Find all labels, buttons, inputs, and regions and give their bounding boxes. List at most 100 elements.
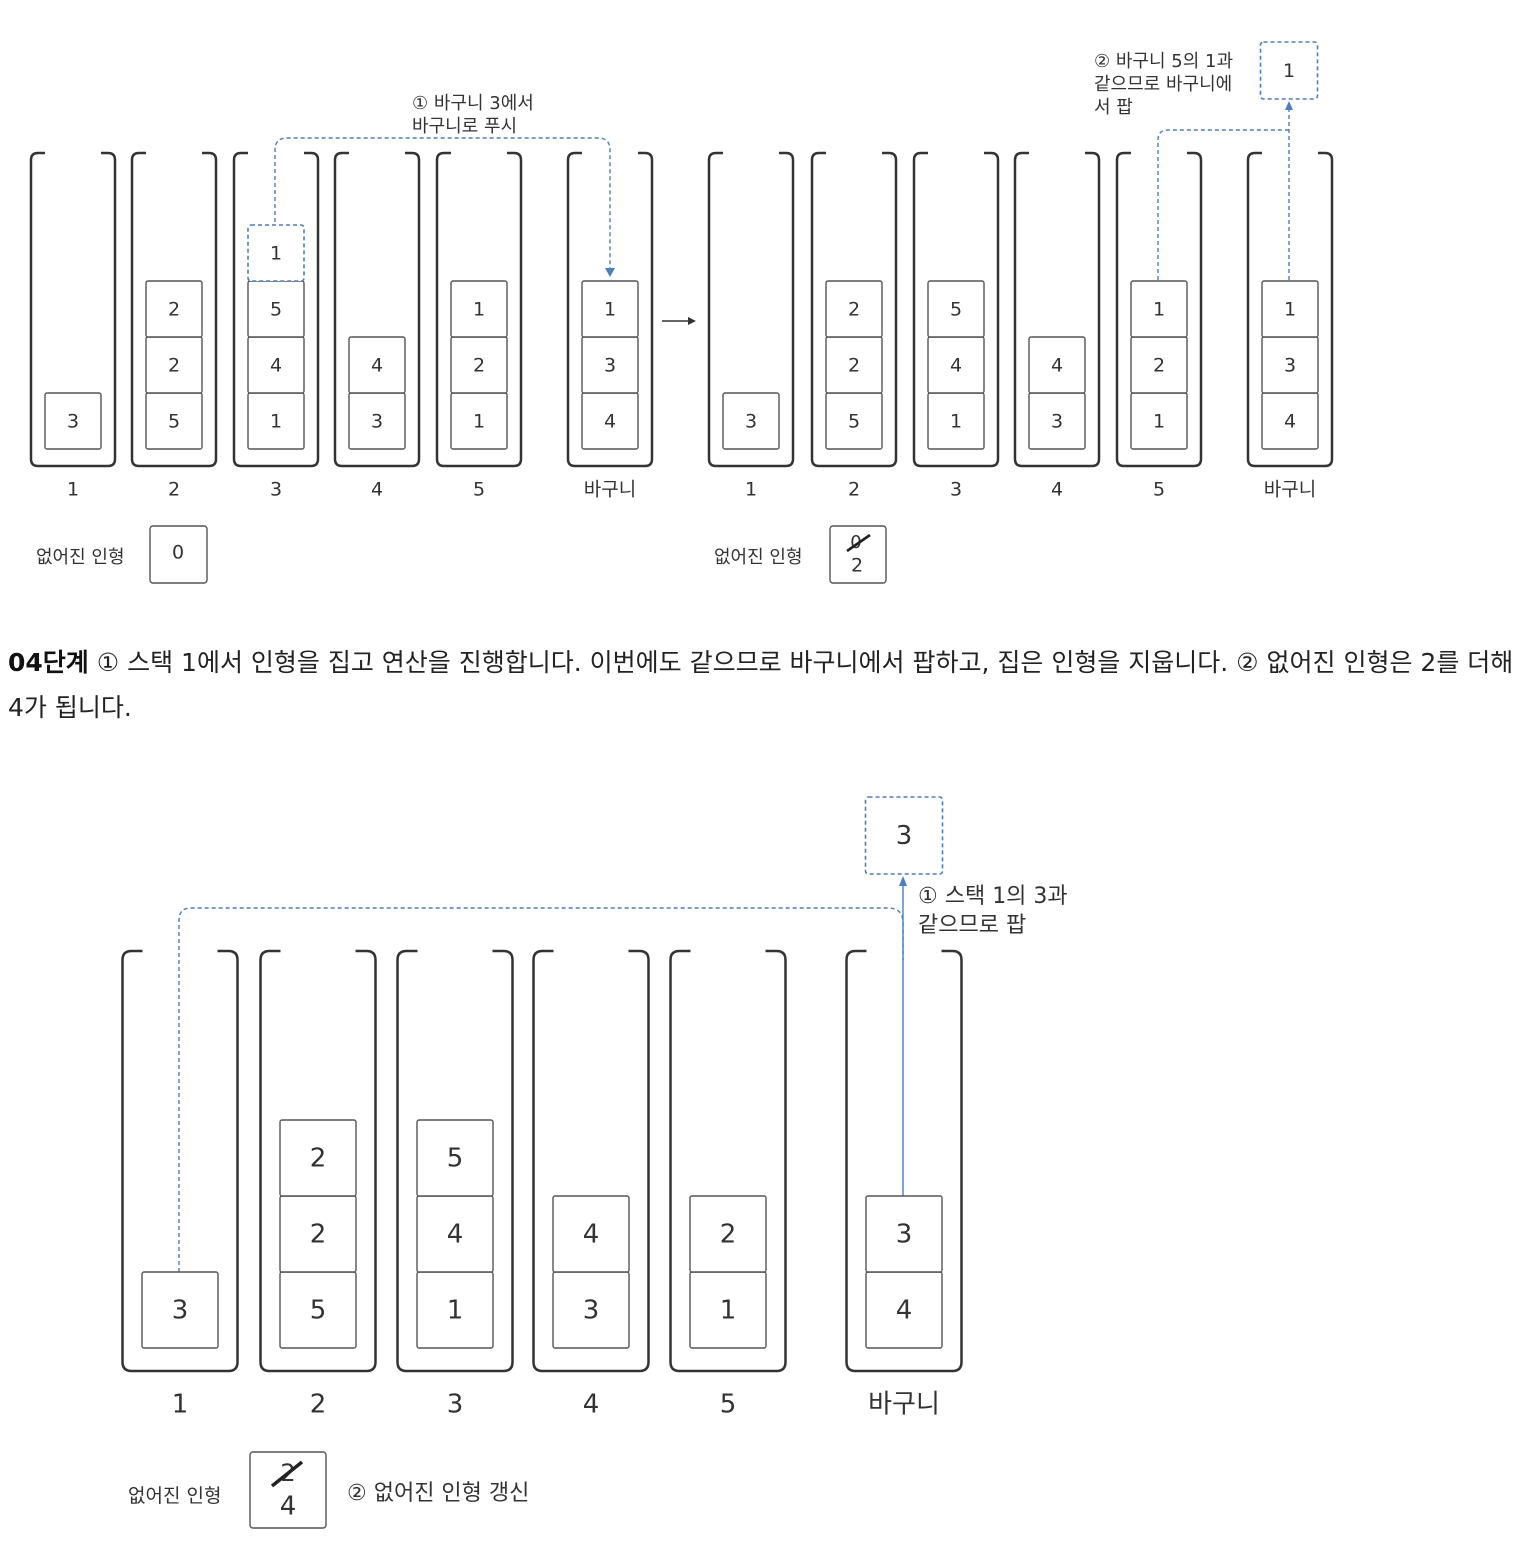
lost-box-before xyxy=(149,525,208,584)
doll-number: 2 xyxy=(848,355,860,377)
stack-label: 2 xyxy=(310,1390,327,1420)
doll-number: 2 xyxy=(473,355,485,377)
push-annotation-line-2: 바구니로 푸시 xyxy=(412,116,517,137)
doll-number: 4 xyxy=(270,355,282,377)
doll-number: 1 xyxy=(1153,411,1165,433)
doll-number: 4 xyxy=(371,355,383,377)
doll-number: 3 xyxy=(1284,355,1296,377)
doll-number: 4 xyxy=(604,411,616,433)
stack-label: 4 xyxy=(371,479,383,501)
stack-label: 5 xyxy=(1153,479,1165,501)
lost-box xyxy=(249,1451,327,1529)
doll-number: 2 xyxy=(310,1220,327,1250)
pop-annotation-line-1: ① 스택 1의 3과 xyxy=(918,884,1068,909)
step-label: 04단계 xyxy=(8,648,89,677)
popped-doll-number: 3 xyxy=(896,821,913,851)
stack-label: 3 xyxy=(447,1390,464,1420)
stack-container-b2 xyxy=(130,151,218,468)
doll-box xyxy=(1261,280,1319,338)
pop-arrowhead xyxy=(899,876,907,886)
doll-box xyxy=(279,1119,357,1197)
push-arrowhead xyxy=(605,268,615,277)
doll-number: 3 xyxy=(745,411,757,433)
moving-doll-number: 1 xyxy=(270,243,282,265)
doll-number: 1 xyxy=(473,299,485,321)
doll-box xyxy=(927,280,985,338)
stack-container-s5 xyxy=(669,949,787,1373)
pop-annotation-line-2: 같으므로 팝 xyxy=(918,913,1026,938)
stack-container-a3 xyxy=(912,151,1000,468)
lost-box-after xyxy=(829,525,887,584)
doll-number: 2 xyxy=(720,1220,737,1250)
stack-label: 3 xyxy=(270,479,282,501)
stack-container-b4 xyxy=(333,151,421,468)
doll-number: 5 xyxy=(447,1144,464,1174)
doll-number: 3 xyxy=(604,355,616,377)
doll-number: 2 xyxy=(1153,355,1165,377)
doll-number: 5 xyxy=(848,411,860,433)
doll-box xyxy=(689,1195,767,1273)
stack-container-a5 xyxy=(1115,151,1203,468)
doll-box xyxy=(722,392,780,450)
push-annotation-line-1: ① 바구니 3에서 xyxy=(412,93,534,114)
doll-box xyxy=(141,1271,219,1349)
doll-number: 2 xyxy=(168,299,180,321)
lost-value-before: 0 xyxy=(172,542,184,564)
strike-mark-after xyxy=(846,533,871,553)
transition-arrowhead xyxy=(688,317,696,325)
doll-box xyxy=(1130,280,1188,338)
doll-number: 3 xyxy=(172,1296,189,1326)
doll-number: 1 xyxy=(950,411,962,433)
stack-label: 2 xyxy=(848,479,860,501)
doll-number: 1 xyxy=(1284,299,1296,321)
doll-number: 2 xyxy=(310,1144,327,1174)
connector-lines xyxy=(178,876,907,1272)
pop-annotation-line-2: 같으므로 바구니에 xyxy=(1094,74,1232,95)
lost-label-after: 없어진 인형 xyxy=(714,547,803,568)
doll-number: 4 xyxy=(583,1220,600,1250)
pop-arrowhead xyxy=(1285,101,1293,110)
doll-box xyxy=(348,336,406,394)
diagram-labels: ① 바구니 3에서 바구니로 푸시 ② 바구니 5의 1과 같으므로 바구니에 … xyxy=(36,51,1316,584)
doll-box xyxy=(450,280,508,338)
stack-container-basket xyxy=(845,949,963,1373)
stack-container-a1 xyxy=(707,151,795,468)
diagram-labels: ① 스택 1의 3과 같으므로 팝 없어진 인형 2 4 ② 없어진 인형 갱신… xyxy=(128,884,1068,1529)
connector-lines xyxy=(274,101,1293,325)
stack-label: 4 xyxy=(583,1390,600,1420)
doll-number: 1 xyxy=(270,411,282,433)
doll-number: 1 xyxy=(604,299,616,321)
push-path xyxy=(274,137,611,270)
pop-annotation-line-1: ② 바구니 5의 1과 xyxy=(1094,51,1233,72)
strike-mark xyxy=(270,1460,304,1488)
basket-label: 바구니 xyxy=(868,1390,940,1420)
doll-box xyxy=(416,1119,494,1197)
doll-number: 2 xyxy=(168,355,180,377)
doll-number: 3 xyxy=(67,411,79,433)
pop-annotation-line-3: 서 팝 xyxy=(1094,97,1133,118)
stack-containers xyxy=(29,151,1334,468)
basket-label: 바구니 xyxy=(1264,479,1316,501)
stack-container-s2 xyxy=(259,949,377,1373)
stack-container-basket-after xyxy=(1246,151,1334,468)
doll-box xyxy=(865,1195,943,1273)
doll-number: 3 xyxy=(583,1296,600,1326)
doll-box xyxy=(145,280,203,338)
doll-box xyxy=(1028,336,1086,394)
doll-number: 3 xyxy=(1051,411,1063,433)
doll-number: 3 xyxy=(371,411,383,433)
stack-label: 5 xyxy=(473,479,485,501)
doll-number: 2 xyxy=(848,299,860,321)
doll-number: 1 xyxy=(720,1296,737,1326)
doll-number: 1 xyxy=(1153,299,1165,321)
doll-box xyxy=(552,1195,630,1273)
stack-label: 5 xyxy=(720,1390,737,1420)
doll-box xyxy=(825,280,883,338)
stack-label: 1 xyxy=(172,1390,189,1420)
stack-container-b5 xyxy=(435,151,523,468)
doll-number: 4 xyxy=(447,1220,464,1250)
doll-number: 4 xyxy=(950,355,962,377)
lost-label-before: 없어진 인형 xyxy=(36,547,125,568)
lost-value: 4 xyxy=(280,1492,297,1522)
